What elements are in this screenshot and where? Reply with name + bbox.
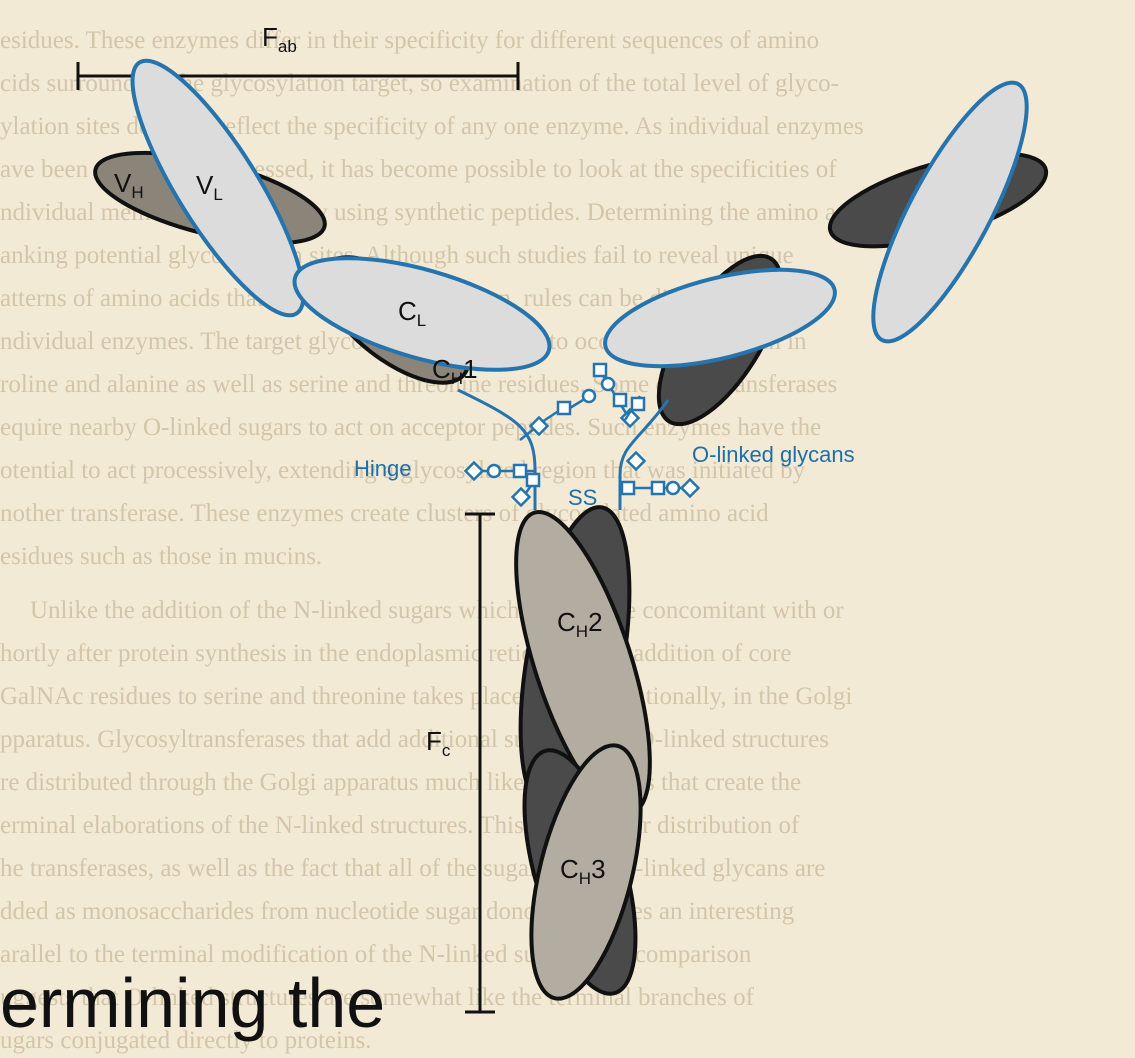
slide-title-fragment: ermining the — [0, 968, 385, 1038]
bg-line: dded as monosaccharides from nucleotide … — [0, 898, 795, 925]
bg-line: cids surrounding the glycosylation targe… — [0, 70, 839, 97]
ss-label: SS — [568, 485, 597, 510]
bg-line: nother transferase. These enzymes create… — [0, 500, 769, 527]
bg-line: erminal elaborations of the N-linked str… — [0, 812, 800, 839]
hinge-label: Hinge — [354, 456, 411, 481]
fc-span-bar — [465, 514, 495, 1012]
fc-region — [489, 498, 678, 1009]
o-linked-glycans-label: O-linked glycans — [692, 442, 855, 467]
bg-line: ylation sites does not reflect the speci… — [0, 113, 864, 140]
bg-line: esidues such as those in mucins. — [0, 543, 322, 570]
bg-line: re distributed through the Golgi apparat… — [0, 769, 801, 796]
bg-line: he transferases, as well as the fact tha… — [0, 855, 825, 882]
bg-line: hortly after protein synthesis in the en… — [0, 640, 791, 667]
bg-line: Unlike the addition of the N-linked suga… — [30, 597, 844, 624]
bg-line: pparatus. Glycosyltransferases that add … — [0, 726, 829, 753]
bg-line: GalNAc residues to serine and threonine … — [0, 683, 852, 710]
bg-line: esidues. These enzymes differ in their s… — [0, 27, 819, 54]
